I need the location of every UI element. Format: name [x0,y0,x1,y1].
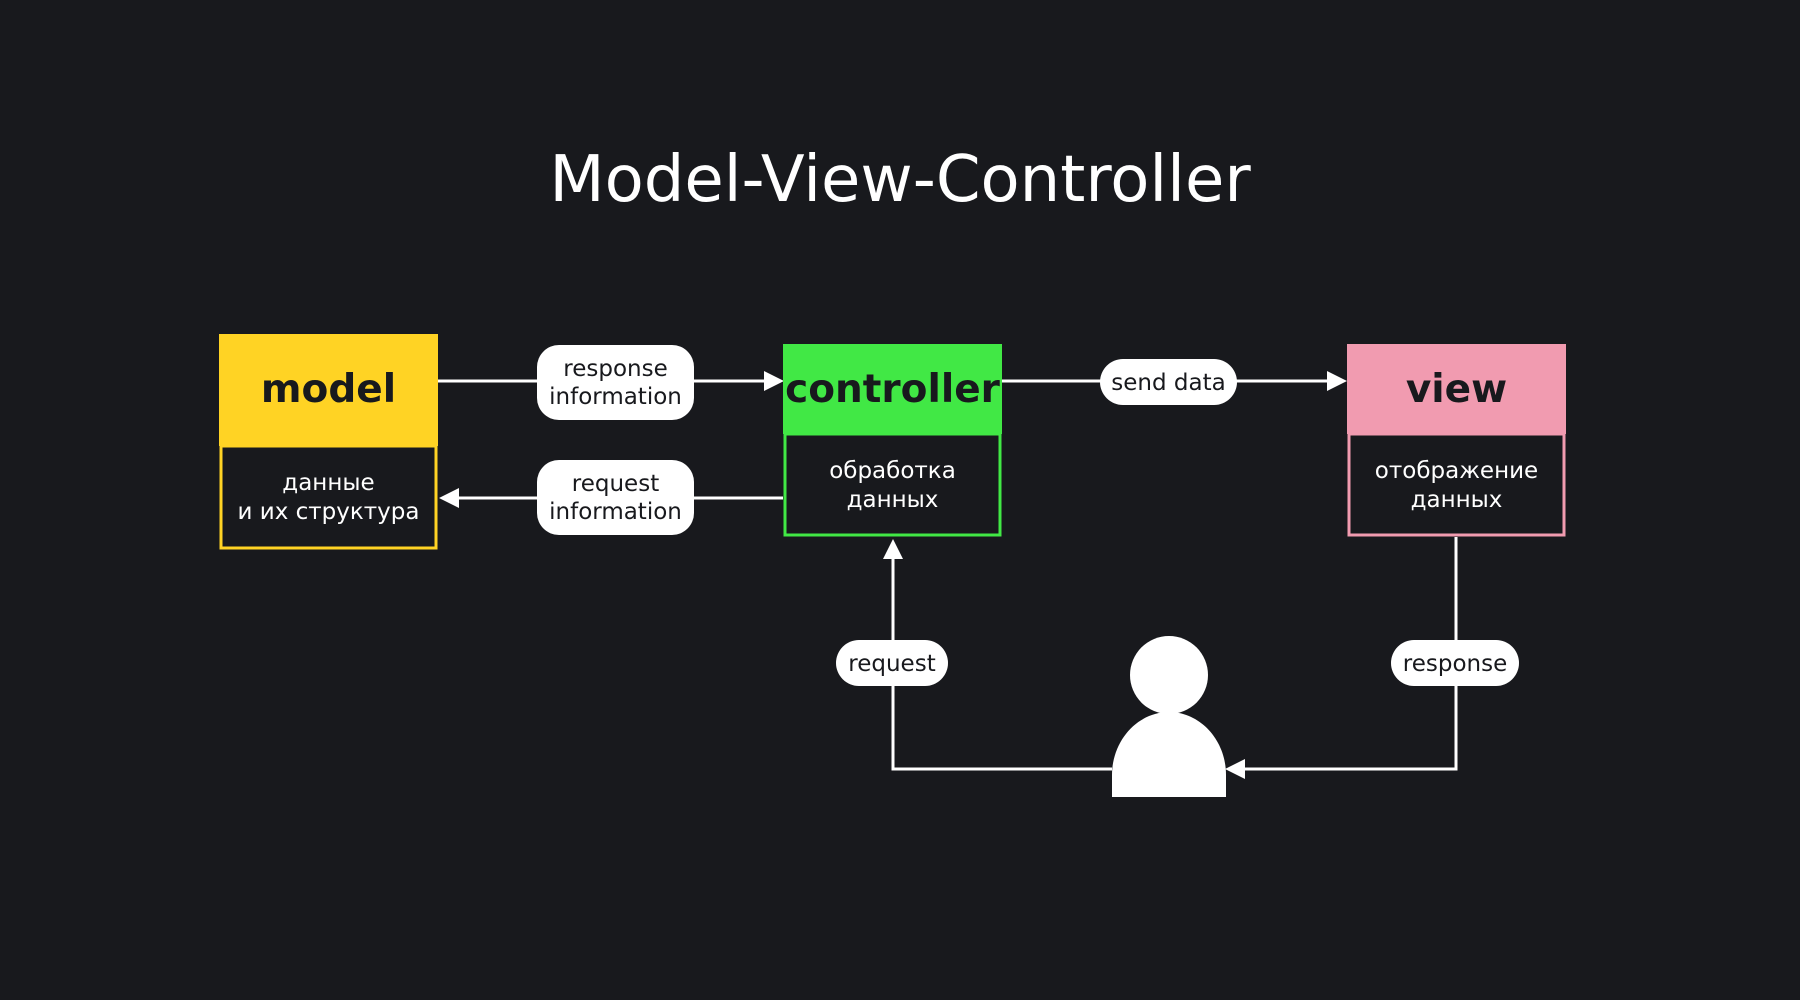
arrow-up-icon [883,539,903,559]
view-box-header [1347,344,1566,434]
pill-text-line-1: response [563,356,667,382]
pill-text: response [1403,651,1507,677]
pill-text-line-2: information [549,499,682,525]
model-box-title: model [261,367,396,412]
model-box-description-line-1: данные [282,470,374,496]
model-box-description-line-2: и их структура [238,499,420,525]
controller-box-header [783,344,1002,434]
pill-text: send data [1111,370,1225,396]
arrow-left-icon [439,488,459,508]
arrow-left-icon [1225,759,1245,779]
controller-box-body [783,432,1002,537]
arrow-right-icon [1327,371,1347,391]
user-icon-body [1112,712,1226,797]
user-icon [1112,636,1226,797]
controller-box-description-line-1: обработка [829,458,956,484]
user-icon-head [1130,636,1208,714]
model-box-header [219,334,438,446]
pill-text-line-2: information [549,384,682,410]
label-response: response [1391,640,1519,686]
arrow-right-icon [764,371,784,391]
label-request-information: request information [537,460,694,535]
label-response-information: response information [537,345,694,420]
pill-background [537,345,694,420]
view-box-title: view [1406,367,1507,412]
view-box-body [1347,432,1566,537]
model-box: model данные и их структура [219,334,438,550]
pill-background [1100,359,1237,405]
controller-box: controller обработка данных [783,344,1002,537]
label-send-data: send data [1100,359,1237,405]
controller-box-description-line-2: данных [847,487,939,513]
pill-text: request [848,651,935,677]
connector-view-to-user [1245,537,1458,771]
pill-background [537,460,694,535]
diagram-title: Model-View-Controller [549,143,1251,217]
pill-text-line-1: request [572,471,659,497]
controller-box-title: controller [785,367,1001,412]
view-box-description-line-1: отображение [1375,458,1538,484]
pill-background [836,640,948,686]
pill-background [1391,640,1519,686]
view-box: view отображение данных [1347,344,1566,537]
model-box-body [219,444,438,550]
view-box-description-line-2: данных [1411,487,1503,513]
connector-user-to-controller [891,559,1112,771]
label-request: request [836,640,948,686]
